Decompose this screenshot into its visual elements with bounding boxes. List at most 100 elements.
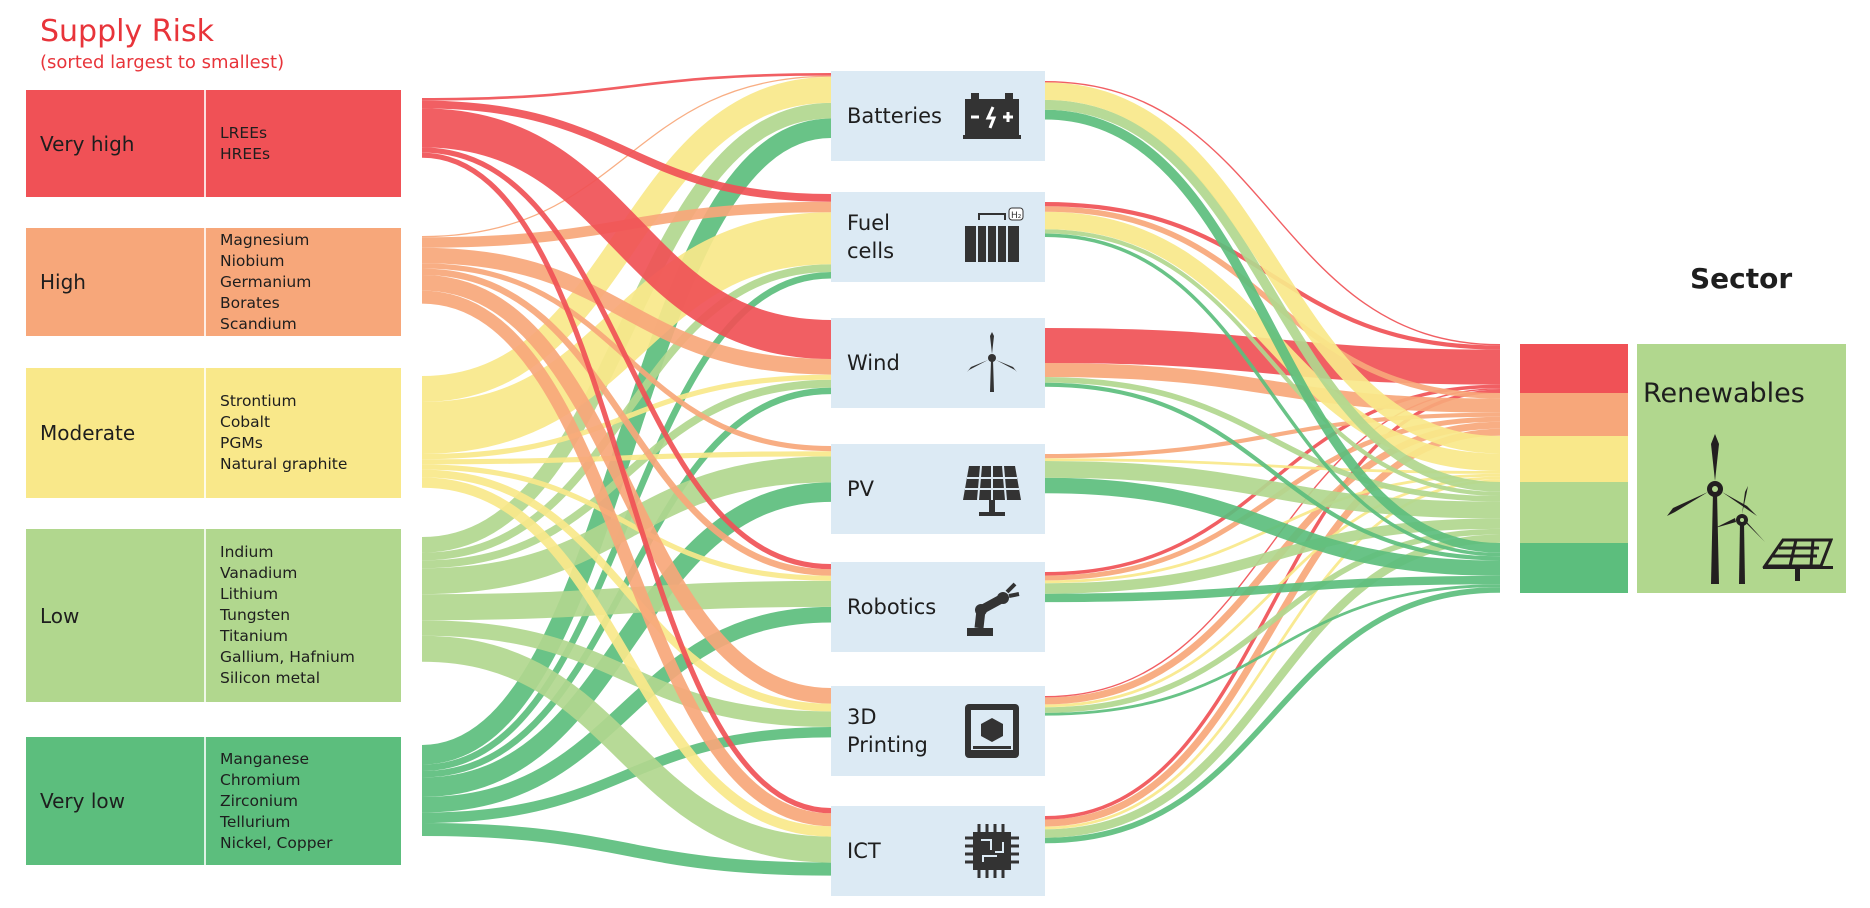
flow-moderate-to-3d_printing: [421, 469, 832, 712]
technology-label: Wind: [847, 351, 900, 375]
technology-fuel-cells: Fuel cells H₂: [831, 192, 1045, 282]
flow-3d_printing-to-sector-low: [1044, 528, 1501, 713]
sector-risk-stack: [1520, 344, 1628, 593]
material-item: Tungsten: [220, 606, 291, 624]
flow-fuel_cells-to-sector-very_low: [1044, 233, 1501, 557]
material-item: Strontium: [220, 392, 297, 410]
flow-ict-to-sector-very_low: [1044, 587, 1501, 844]
flow-robotics-to-sector-very_high: [1044, 384, 1501, 576]
flow-wind-to-sector-very_high: [1044, 328, 1501, 385]
technology-ict: ICT: [831, 806, 1045, 896]
technology-label: Robotics: [847, 595, 937, 619]
technology-label: Batteries: [847, 104, 942, 128]
battery-icon: [963, 93, 1021, 139]
technology-label: PV: [847, 477, 875, 501]
sector-label: Renewables: [1643, 378, 1805, 409]
risk-level-label: Very high: [26, 90, 206, 197]
flow-wind-to-sector-low: [1044, 377, 1501, 502]
flow-very_high-to-batteries: [421, 73, 832, 101]
material-item: Vanadium: [220, 564, 298, 582]
flow-very_low-to-pv: [421, 482, 832, 797]
material-item: Germanium: [220, 272, 312, 291]
flow-batteries-to-sector-very_low: [1044, 109, 1501, 553]
flow-batteries-to-sector-very_high: [1044, 81, 1501, 346]
flow-very_high-to-wind: [421, 108, 832, 359]
material-item: Natural graphite: [220, 455, 348, 473]
robot-arm-icon: [967, 582, 1020, 636]
material-item: Tellurium: [220, 812, 291, 831]
flow-3d_printing-to-sector-very_low: [1044, 584, 1501, 716]
flow-wind-to-sector-very_low: [1044, 382, 1501, 561]
material-item: Niobium: [220, 251, 285, 270]
flow-pv-to-sector-low: [1044, 461, 1501, 519]
fuel-cell-icon: H₂: [965, 207, 1024, 262]
material-item: Silicon metal: [220, 669, 321, 687]
material-item: PGMs: [220, 434, 263, 452]
material-item: LREEs: [220, 123, 268, 142]
material-item: Manganese: [220, 749, 310, 768]
flow-pv-to-sector-very_low: [1044, 477, 1501, 576]
technology-label: Fuel cells: [847, 211, 895, 263]
flow-low-to-fuel_cells: [421, 264, 832, 561]
sector-risk-segment-high: [1520, 393, 1628, 436]
flow-low-to-3d_printing: [421, 620, 832, 727]
flow-high-to-ict: [421, 290, 832, 827]
diagram-title: Supply Risk: [40, 14, 214, 49]
flow-very_low-to-robotics: [421, 606, 832, 813]
flow-high-to-robotics: [421, 268, 832, 576]
chip-icon: [965, 824, 1019, 878]
material-item: Magnesium: [220, 230, 310, 249]
sector-risk-segment-moderate: [1520, 436, 1628, 482]
material-item: Cobalt: [220, 413, 271, 431]
technology-pv: PV: [831, 444, 1045, 534]
technology-wind: Wind: [831, 318, 1045, 408]
flow-batteries-to-sector-low: [1044, 99, 1501, 492]
flow-low-to-robotics: [421, 580, 832, 621]
sector-renewables-box: Renewables: [1637, 344, 1846, 593]
solar-panel-icon: [963, 465, 1021, 516]
technology-label: 3D Printing: [847, 705, 928, 757]
flow-very_low-to-ict: [421, 823, 832, 876]
risk-level-label: Moderate: [26, 368, 206, 498]
technology-label: ICT: [847, 839, 881, 863]
sector-risk-segment-low: [1520, 482, 1628, 543]
material-item: HREEs: [220, 144, 271, 163]
sector-title: Sector: [1690, 262, 1793, 295]
flow-ict-to-sector-low: [1044, 534, 1501, 838]
risk-level-label: High: [26, 228, 206, 336]
risk-level-label: Low: [26, 529, 206, 702]
flow-very_high-to-robotics: [421, 147, 832, 570]
flow-moderate-to-ict: [421, 477, 832, 837]
flow-moderate-to-pv: [421, 451, 832, 465]
diagram-subtitle: (sorted largest to smallest): [40, 52, 285, 73]
technology-batteries: Batteries: [831, 71, 1045, 161]
flow-wind-to-sector-high: [1044, 363, 1501, 413]
material-item: Borates: [220, 293, 280, 312]
material-item: Lithium: [220, 585, 279, 603]
technology-3d-printing: 3D Printing: [831, 686, 1045, 776]
svg-text:H₂: H₂: [1011, 211, 1022, 221]
flow-high-to-batteries: [421, 75, 832, 238]
material-item: Zirconium: [220, 791, 299, 810]
flow-very_low-to-wind: [421, 387, 832, 778]
material-item: Scandium: [220, 314, 297, 333]
flow-very_low-to-3d_printing: [421, 727, 832, 823]
material-item: Gallium, Hafnium: [220, 648, 355, 666]
material-item: Titanium: [220, 627, 288, 645]
flow-moderate-to-fuel_cells: [421, 212, 832, 454]
wind-turbine-icon: [967, 332, 1017, 392]
material-item: Indium: [220, 543, 274, 561]
flow-high-to-wind: [421, 247, 832, 375]
flow-very_high-to-fuel_cells: [421, 100, 832, 202]
material-item: Nickel, Copper: [220, 833, 333, 852]
